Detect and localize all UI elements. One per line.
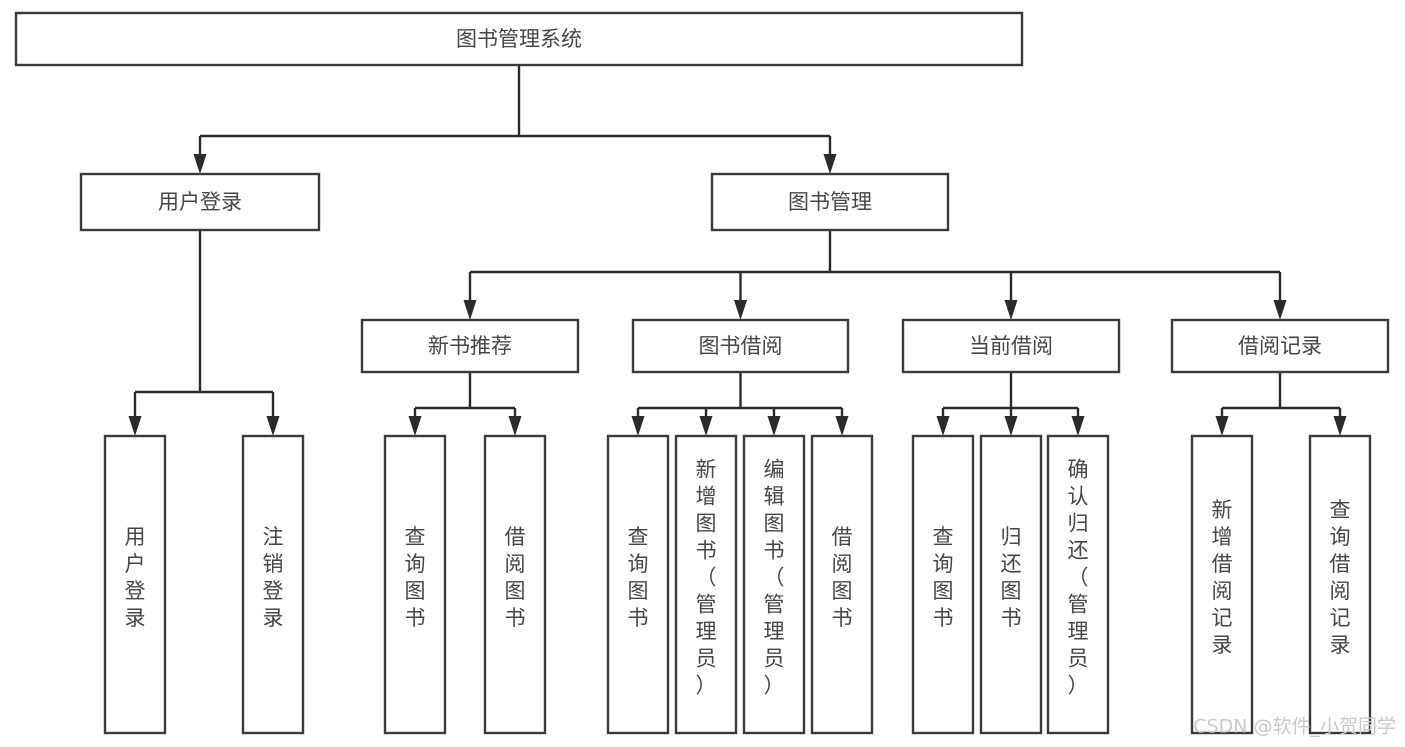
node-label: 新增图书（管理员） [696, 458, 717, 698]
edge-group-l2_borrow_record [1215, 372, 1347, 436]
node-l3-confirm-return[interactable]: 确认归还（管理员） [1046, 434, 1110, 735]
node-box [103, 434, 167, 735]
node-l3-query-book-c[interactable]: 查询图书 [911, 434, 975, 735]
node-label: 借阅图书 [505, 525, 526, 630]
node-box [1170, 318, 1390, 374]
node-label: 编辑图书（管理员） [764, 458, 785, 698]
arrow-head-icon [631, 416, 645, 436]
node-box [483, 434, 547, 735]
node-l3-add-book[interactable]: 新增图书（管理员） [674, 434, 738, 735]
csdn-watermark: CSDN @软件_小贺同学 [1193, 716, 1396, 738]
node-box [810, 434, 874, 735]
node-l1-book-mgmt[interactable]: 图书管理 [710, 172, 950, 232]
node-box [383, 434, 447, 735]
arrow-head-icon [1215, 416, 1229, 436]
node-label: 查询图书 [405, 525, 426, 630]
edge-group-l2_new_book_rec [408, 372, 522, 436]
node-label: 归还图书 [1001, 525, 1022, 630]
node-l3-query-book-b[interactable]: 查询图书 [606, 434, 670, 735]
node-label: 图书管理系统 [456, 27, 582, 51]
arrow-head-icon [823, 154, 837, 174]
node-l2-borrow-record[interactable]: 借阅记录 [1170, 318, 1390, 374]
arrow-head-icon [408, 416, 422, 436]
arrow-head-icon [734, 300, 747, 320]
arrow-head-icon [1333, 416, 1347, 436]
node-box [1308, 434, 1372, 735]
arrow-head-icon [936, 416, 950, 436]
node-box [631, 318, 850, 374]
arrow-head-icon [1273, 300, 1287, 320]
node-box [979, 434, 1043, 735]
node-label: 用户登录 [125, 525, 146, 630]
node-label: 用户登录 [158, 190, 242, 214]
connector-layer [128, 65, 1347, 436]
edge-group-root [193, 65, 837, 174]
node-l3-edit-book[interactable]: 编辑图书（管理员） [742, 434, 806, 735]
node-label: 查询图书 [933, 525, 954, 630]
node-l3-query-book-a[interactable]: 查询图书 [383, 434, 447, 735]
arrow-head-icon [508, 416, 522, 436]
arrow-head-icon [193, 154, 207, 174]
node-l3-add-record[interactable]: 新增借阅记录 [1190, 434, 1254, 735]
node-box [1046, 434, 1110, 735]
node-label: 新书推荐 [428, 334, 512, 358]
node-l2-new-book-rec[interactable]: 新书推荐 [360, 318, 580, 374]
node-l3-logout-leaf[interactable]: 注销登录 [241, 434, 305, 735]
node-l2-book-borrow[interactable]: 图书借阅 [631, 318, 850, 374]
edge-group-l1_user_login [128, 230, 280, 436]
node-root[interactable]: 图书管理系统 [14, 11, 1024, 67]
node-box [360, 318, 580, 374]
node-box [901, 318, 1121, 374]
node-label: 查询借阅记录 [1330, 498, 1351, 657]
node-label: 借阅记录 [1238, 334, 1322, 358]
node-l3-borrow-book-b[interactable]: 借阅图书 [810, 434, 874, 735]
node-box [710, 172, 950, 232]
node-label: 查询图书 [628, 525, 649, 630]
node-label: 注销登录 [263, 525, 284, 630]
node-layer: 图书管理系统用户登录图书管理新书推荐图书借阅当前借阅借阅记录用户登录注销登录查询… [14, 11, 1390, 735]
arrow-head-icon [128, 416, 142, 436]
node-l2-current-borrow[interactable]: 当前借阅 [901, 318, 1121, 374]
edge-group-l2_book_borrow [631, 372, 849, 436]
node-box [241, 434, 305, 735]
node-box [606, 434, 670, 735]
arrow-head-icon [463, 300, 477, 320]
node-box [79, 172, 321, 232]
arrow-head-icon [767, 416, 781, 436]
node-box [1190, 434, 1254, 735]
edge-group-l2_current_borrow [936, 372, 1085, 436]
node-box [674, 434, 738, 735]
node-label: 新增借阅记录 [1212, 498, 1233, 657]
node-box [14, 11, 1024, 67]
node-l3-user-login-leaf[interactable]: 用户登录 [103, 434, 167, 735]
arrow-head-icon [835, 416, 849, 436]
node-label: 确认归还（管理员） [1068, 458, 1089, 698]
node-box [742, 434, 806, 735]
node-l3-borrow-book-a[interactable]: 借阅图书 [483, 434, 547, 735]
node-box [911, 434, 975, 735]
node-label: 图书借阅 [699, 334, 783, 358]
node-label: 借阅图书 [832, 525, 853, 630]
arrow-head-icon [699, 416, 713, 436]
node-l3-return-book[interactable]: 归还图书 [979, 434, 1043, 735]
edge-group-l1_book_mgmt [463, 230, 1287, 320]
node-l1-user-login[interactable]: 用户登录 [79, 172, 321, 232]
arrow-head-icon [1071, 416, 1085, 436]
arrow-head-icon [1004, 416, 1018, 436]
node-l3-query-record[interactable]: 查询借阅记录 [1308, 434, 1372, 735]
arrow-head-icon [1004, 300, 1018, 320]
arrow-head-icon [266, 416, 280, 436]
node-label: 当前借阅 [969, 334, 1053, 358]
node-label: 图书管理 [788, 190, 872, 214]
